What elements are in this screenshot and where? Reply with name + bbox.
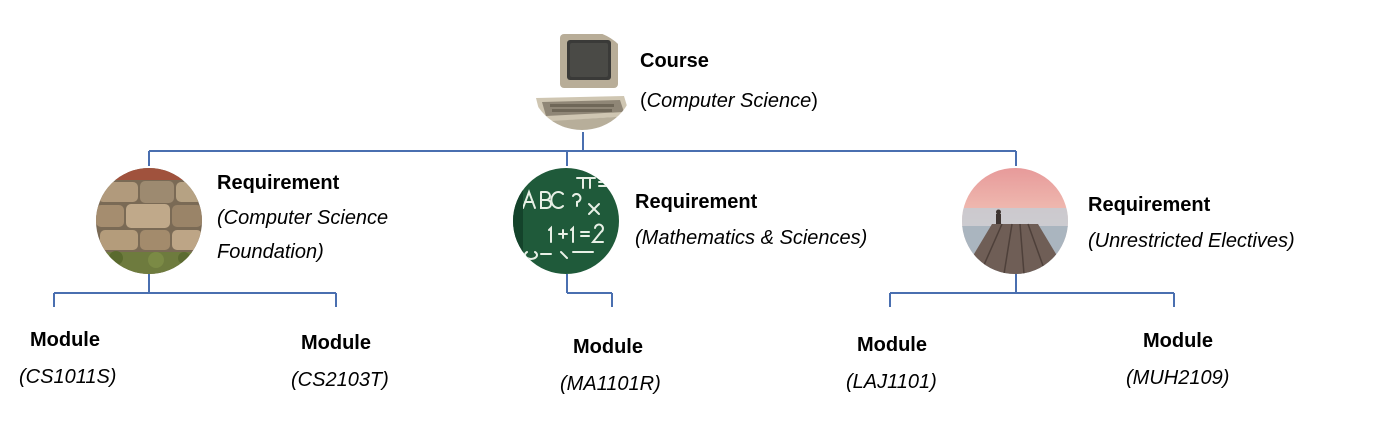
course-subtitle-open-paren: ( (640, 90, 647, 112)
chalkboard-math-image (513, 168, 619, 274)
requirement-2-title: Requirement (635, 191, 758, 213)
module-laj1101-title: Module (857, 334, 927, 356)
module-muh2109-code: (MUH2109) (1126, 367, 1230, 389)
module-muh2109-title: Module (1143, 330, 1213, 352)
module-laj1101-code: (LAJ1101) (846, 371, 937, 393)
requirement-3-subtitle: (Unrestricted Electives) (1088, 230, 1295, 252)
requirement-1-subtitle-line2: Foundation) (217, 241, 324, 263)
module-cs2103t-title: Module (301, 332, 371, 354)
stone-wall-image (96, 168, 202, 274)
requirement-1-subtitle-line1: (Computer Science (217, 207, 389, 229)
module-cs1011s-code: (CS1011S) (19, 366, 117, 388)
course-subtitle-close-paren: ) (811, 90, 818, 112)
module-cs1011s-title: Module (30, 329, 100, 351)
module-ma1101r-title: Module (573, 336, 643, 358)
computer-icon (530, 30, 634, 130)
module-ma1101r-code: (MA1101R) (560, 373, 661, 395)
course-subtitle-name: Computer Science (646, 90, 812, 112)
course-subtitle: (Computer Science) (640, 84, 818, 118)
module-cs2103t-code: (CS2103T) (291, 369, 389, 391)
pier-sunset-image (962, 168, 1068, 274)
requirement-1-title: Requirement (217, 172, 340, 194)
requirement-2-subtitle: (Mathematics & Sciences) (635, 227, 868, 249)
course-title: Course (640, 50, 709, 72)
requirement-3-title: Requirement (1088, 194, 1211, 216)
